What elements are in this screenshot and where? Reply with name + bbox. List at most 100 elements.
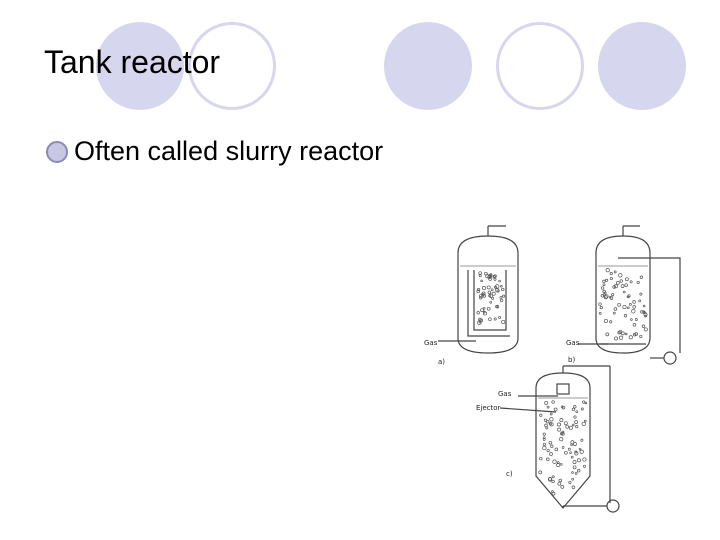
bubble (570, 443, 573, 447)
bubble (602, 279, 606, 284)
bubble (549, 452, 553, 456)
bubble (577, 469, 581, 473)
bubble (632, 323, 637, 327)
bubble (560, 405, 564, 409)
bubble (542, 442, 546, 446)
bubble (496, 289, 500, 293)
bubble (500, 285, 503, 288)
caption-a: a) (438, 358, 446, 366)
bubble (561, 446, 565, 449)
bubble (499, 298, 504, 303)
bubble (561, 432, 565, 436)
bubble (491, 291, 496, 296)
bubble (539, 413, 543, 417)
bubble (548, 440, 553, 445)
bubble (584, 401, 588, 405)
decorative-circle-3 (384, 22, 472, 110)
bubble (603, 295, 608, 300)
bubble (482, 286, 486, 290)
caption-b: b) (568, 356, 576, 364)
bubble (543, 418, 548, 422)
bubble (489, 273, 493, 278)
decorative-circle-5 (598, 22, 686, 110)
bubble (621, 331, 625, 336)
label-gas-a: Gas (424, 339, 438, 347)
bubble (546, 420, 550, 424)
bubble (619, 279, 623, 283)
bubble (479, 296, 483, 300)
bubble (630, 318, 633, 321)
bubble (486, 306, 491, 311)
bubble (605, 268, 610, 273)
bubble (614, 336, 618, 341)
bubble (627, 294, 631, 298)
bubble (551, 475, 555, 479)
bubble (641, 324, 646, 328)
bubble (488, 294, 492, 298)
bubble (580, 438, 584, 442)
bubble (479, 318, 483, 323)
bubble (487, 290, 492, 295)
bullet-icon (46, 140, 68, 163)
bubble (572, 465, 577, 470)
bubble (634, 332, 638, 336)
bubble (632, 300, 636, 304)
bubble (569, 451, 572, 454)
bubble (571, 477, 575, 481)
bubble (549, 412, 553, 416)
bubble (570, 440, 575, 445)
bubble (642, 304, 646, 308)
bubble (572, 460, 577, 465)
bubble (551, 491, 556, 496)
bubble (482, 306, 486, 310)
bubble (501, 287, 505, 292)
bubble (571, 485, 576, 490)
reactor-diagram: Gas a) Gas b) Gas Ejector c) (418, 208, 716, 528)
bubble (490, 288, 494, 292)
bubble (563, 421, 568, 426)
bubble (560, 432, 564, 436)
bubble (629, 280, 633, 284)
bubble (627, 306, 630, 310)
bubble (568, 425, 573, 430)
bubble (574, 420, 578, 424)
bubble (572, 442, 577, 446)
bubble (489, 300, 493, 304)
bubble (477, 287, 481, 292)
bubble (633, 333, 637, 337)
bubble (609, 276, 613, 281)
bubble (538, 470, 543, 475)
bubble (478, 271, 482, 275)
bubble (498, 279, 501, 283)
bubble (618, 273, 623, 278)
bubble (551, 479, 555, 484)
bubble (623, 314, 628, 318)
bullet-item: Often called slurry reactor (46, 136, 383, 167)
bubble (643, 327, 648, 332)
bubble (612, 311, 616, 315)
bubble (499, 295, 503, 299)
bubble (491, 296, 495, 300)
caption-c: c) (506, 470, 513, 478)
bubble (488, 317, 492, 321)
bubble (598, 302, 602, 306)
bubble (579, 449, 584, 454)
bubble (620, 284, 625, 288)
bubble (624, 332, 628, 336)
bubble (476, 311, 480, 315)
bubble (631, 309, 636, 314)
bubble (486, 285, 491, 290)
bubble (570, 455, 574, 459)
bubble (580, 407, 584, 411)
bubble (574, 451, 579, 456)
bubble (639, 292, 643, 296)
bubble (552, 459, 557, 464)
bubble (495, 305, 499, 308)
label-ejector: Ejector (476, 404, 501, 412)
bubble (567, 447, 571, 451)
bubble (559, 462, 563, 466)
bubble (488, 293, 493, 298)
bubble (547, 477, 553, 482)
bubble (622, 304, 627, 310)
bubble (581, 421, 586, 426)
